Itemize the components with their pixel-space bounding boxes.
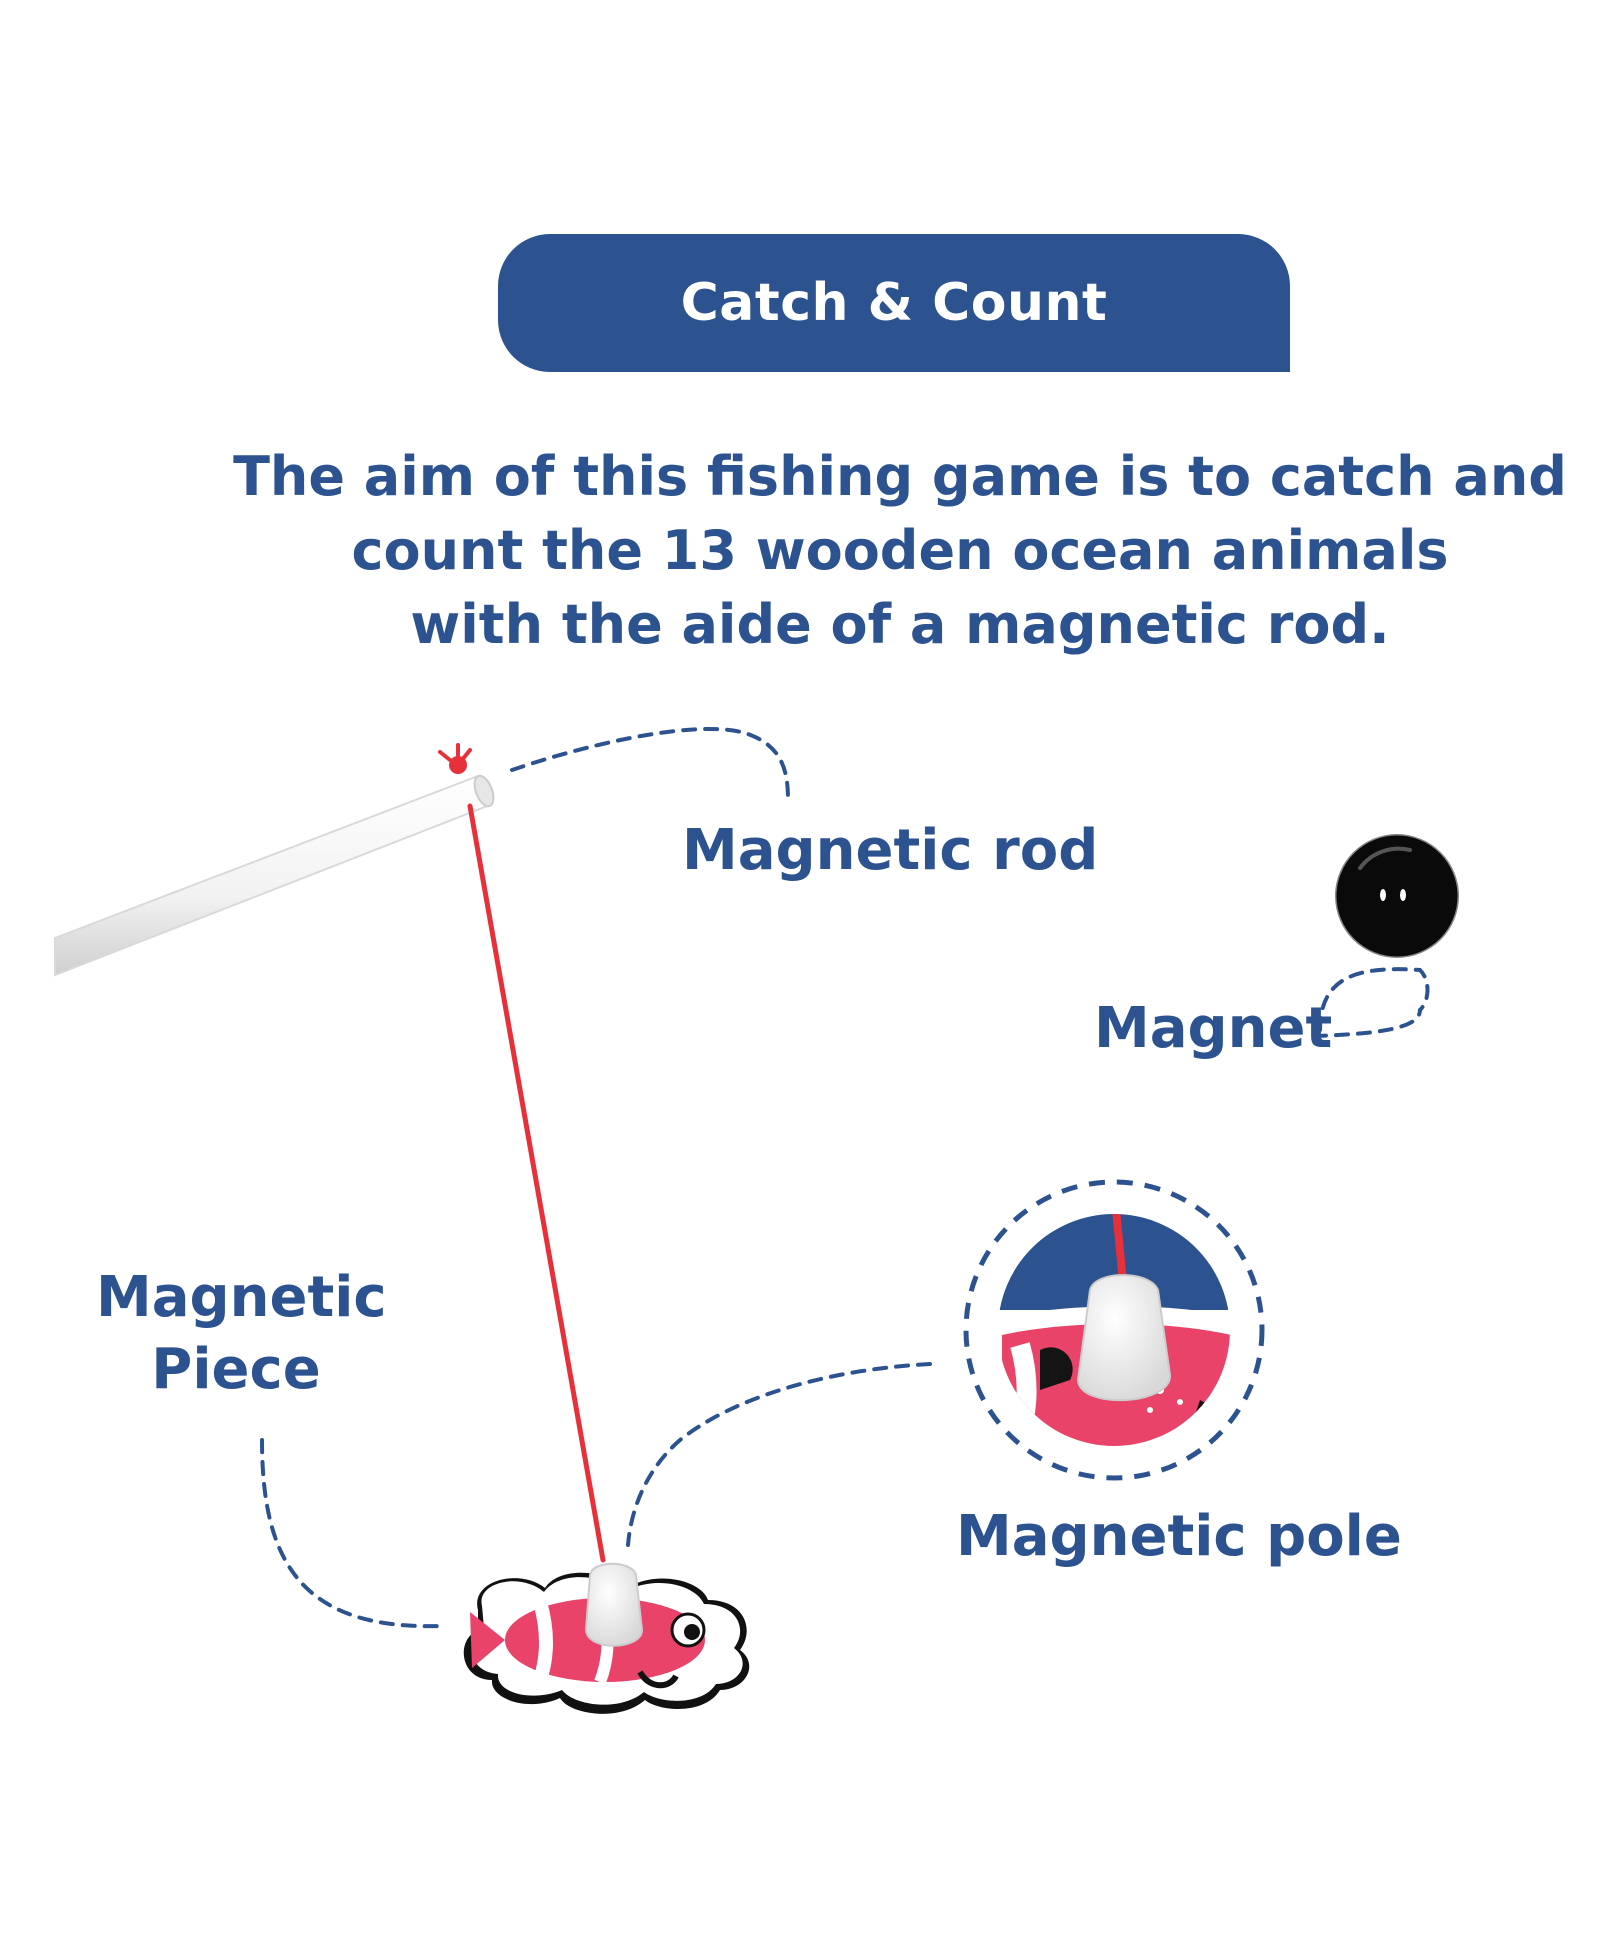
description-line-1: The aim of this fishing game is to catch… xyxy=(233,445,1567,508)
fishing-string xyxy=(467,803,606,1563)
label-magnetic-pole: Magnetic pole xyxy=(956,1504,1402,1569)
description-line-3: with the aide of a magnetic rod. xyxy=(410,593,1390,656)
description: The aim of this fishing game is to catch… xyxy=(200,440,1600,662)
fish-piece-icon xyxy=(463,1562,750,1714)
description-line-2: count the 13 wooden ocean animals xyxy=(351,519,1449,582)
label-magnetic-piece: Magnetic Piece xyxy=(96,1262,387,1406)
magnetic-pole-zoom-icon xyxy=(963,1179,1265,1481)
magnet-icon xyxy=(1333,832,1461,960)
banner-title: Catch & Count xyxy=(680,273,1108,333)
title-banner: Catch & Count xyxy=(498,234,1290,372)
label-magnetic-piece-line-1: Magnetic xyxy=(96,1265,387,1330)
fishing-rod-icon xyxy=(54,743,495,977)
label-magnetic-piece-line-2: Piece xyxy=(151,1337,321,1402)
dashed-connectors xyxy=(260,727,1430,1629)
label-magnet: Magnet xyxy=(1094,996,1333,1061)
label-magnetic-rod: Magnetic rod xyxy=(682,818,1099,883)
